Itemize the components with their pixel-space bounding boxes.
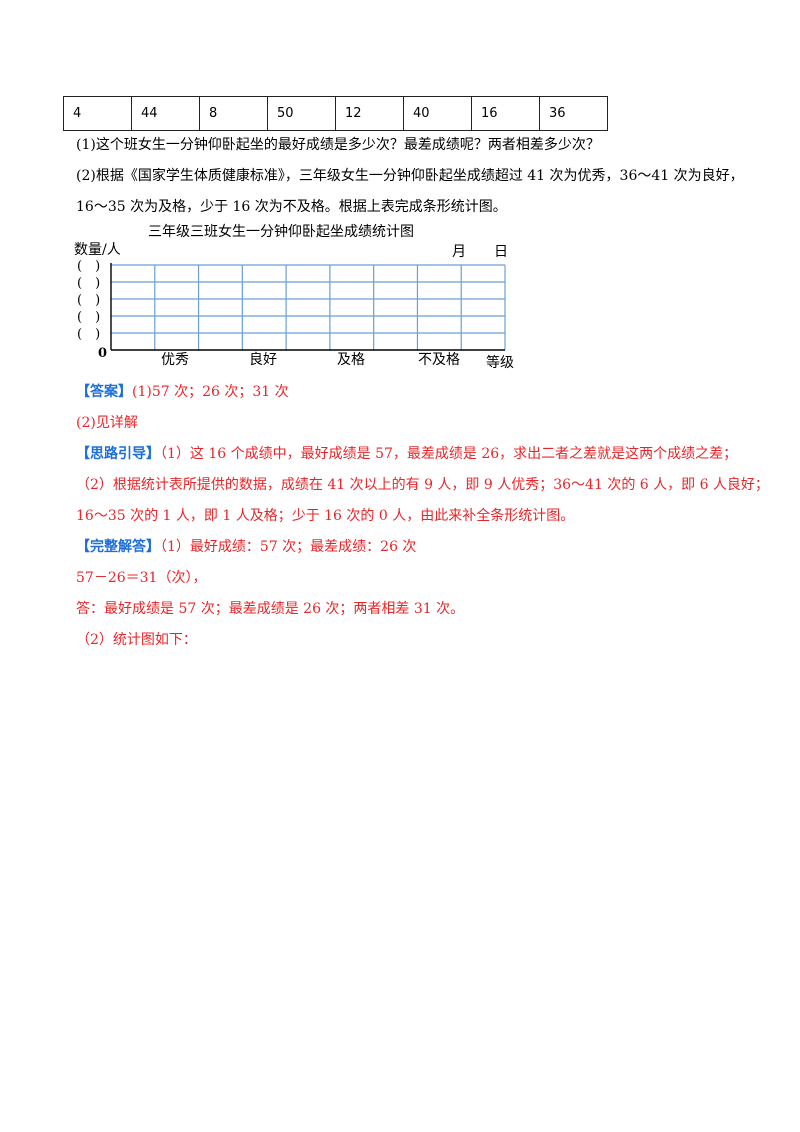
hint-line-2: （2）根据统计表所提供的数据，成绩在 41 次以上的有 9 人，即 9 人优秀；… [76, 477, 769, 493]
y-tick-labels: ( ) ( ) ( ) ( ) ( ) [77, 259, 100, 342]
y-tick-label: ( ) [77, 327, 100, 342]
table-cell: 4 [63, 96, 132, 131]
x-axis-label: 等级 [486, 354, 514, 371]
chart-grid [110, 263, 506, 351]
table-cell: 36 [539, 96, 608, 131]
table-cell: 16 [471, 96, 540, 131]
answer-block: 【答案】(1)57 次；26 次；31 次 [76, 384, 289, 400]
solution-line-1: （1）最好成绩：57 次；最差成绩：26 次 [160, 539, 417, 555]
y-axis-label: 数量/人 [74, 242, 121, 258]
x-tick-label: 及格 [337, 352, 365, 368]
y-tick-label: ( ) [77, 276, 100, 291]
score-table: 4 44 8 50 12 40 16 36 [63, 96, 608, 131]
y-tick-label: ( ) [77, 310, 100, 325]
x-tick-labels: 优秀 良好 及格 不及格 [161, 352, 460, 368]
y-tick-label: ( ) [77, 293, 100, 308]
solution-tag: 【完整解答】 [76, 539, 160, 555]
bar-chart: 三年级三班女生一分钟仰卧起坐成绩统计图 月 日 数量/人 ( )( )( )( … [74, 223, 514, 371]
chart-title: 三年级三班女生一分钟仰卧起坐成绩统计图 [148, 223, 414, 240]
table-cell: 50 [267, 96, 336, 131]
hint-block: 【思路引导】（1）这 16 个成绩中，最好成绩是 57，最差成绩是 26，求出二… [76, 446, 737, 462]
solution-block: 【完整解答】（1）最好成绩：57 次；最差成绩：26 次 [76, 539, 416, 555]
question-1: (1)这个班女生一分钟仰卧起坐的最好成绩是多少次？最差成绩呢？两者相差多少次？ [76, 137, 600, 153]
hint-tag: 【思路引导】 [76, 446, 160, 462]
hint-line-3: 16～35 次的 1 人，即 1 人及格；少于 16 次的 0 人，由此来补全条… [76, 508, 575, 524]
solution-line-4: （2）统计图如下： [76, 632, 197, 648]
solution-line-3: 答：最好成绩是 57 次；最差成绩是 26 次；两者相差 31 次。 [76, 601, 465, 617]
x-tick-label: 优秀 [161, 352, 189, 368]
origin-label: 0 [98, 346, 107, 361]
solution-line-2: 57－26＝31（次）， [76, 570, 207, 586]
y-tick-label: ( ) [77, 259, 100, 274]
x-tick-label: 良好 [249, 352, 277, 368]
answer-2: (2)见详解 [76, 415, 138, 431]
answer-1: (1)57 次；26 次；31 次 [132, 384, 289, 400]
chart-date-label: 月 日 [452, 244, 508, 260]
x-tick-label: 不及格 [418, 352, 460, 368]
hint-line-1: （1）这 16 个成绩中，最好成绩是 57，最差成绩是 26，求出二者之差就是这… [160, 446, 738, 462]
question-2-line-1: (2)根据《国家学生体质健康标准》，三年级女生一分钟仰卧起坐成绩超过 41 次为… [76, 168, 744, 184]
question-2-line-2: 16～35 次为及格，少于 16 次为不及格。根据上表完成条形统计图。 [76, 199, 507, 215]
table-row: 4 44 8 50 12 40 16 36 [63, 96, 608, 131]
answer-tag: 【答案】 [76, 384, 132, 400]
table-cell: 40 [403, 96, 472, 131]
